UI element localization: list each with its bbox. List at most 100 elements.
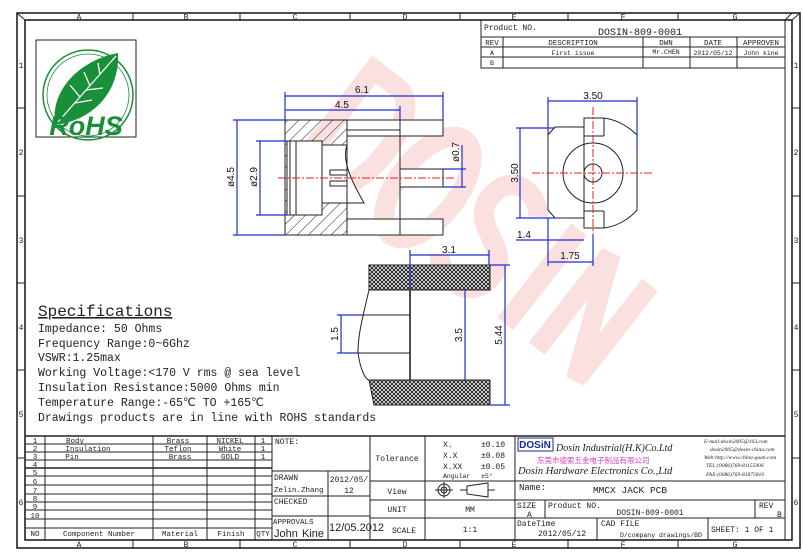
tol-value: ±5° [481, 472, 493, 480]
drawn-date-2: 12 [344, 487, 354, 496]
dim-end-height: 3.50 [510, 163, 521, 183]
part-no: 3 [33, 454, 38, 462]
rev-header-rev: REV [485, 40, 499, 48]
side-view: 6.1 4.5 ø4.5 ø2.9 ø0.7 [226, 85, 466, 236]
header-finish: Finish [217, 531, 244, 539]
part-qty: 1 [261, 454, 266, 462]
row-label-3: 3 [19, 237, 24, 246]
col-label-b: B [184, 14, 189, 23]
tol-key: X.XX [443, 463, 462, 472]
spec-line: Impedance: 50 Ohms [38, 323, 162, 336]
rev-header-date: DATE [704, 40, 723, 48]
part-no: 7 [33, 488, 38, 496]
dim-section-width: 3.1 [442, 245, 456, 256]
col-label-c: C [293, 14, 298, 23]
cad-file-label: CAD FILE [601, 520, 640, 529]
rev-a-approven: John kine [743, 50, 778, 57]
company-name-cn: 东莞市德索五金电子制品有限公司 [537, 455, 650, 465]
product-no-label: Product NO. [548, 502, 601, 511]
spec-title: Specifications [38, 303, 172, 321]
product-no-value: DOSIN-809-0001 [616, 509, 683, 518]
col-label-d: D [403, 14, 408, 23]
rev-header-approven: APPROVEN [743, 40, 779, 48]
header-qty: QTY [256, 531, 270, 539]
row-label-1: 1 [19, 62, 24, 71]
part-no: 2 [33, 446, 38, 454]
part-qty: 1 [261, 446, 266, 454]
col-label-a: A [77, 14, 82, 23]
specifications: Specifications Impedance: 50 Ohms Freque… [38, 303, 376, 425]
dim-section-opening: 1.5 [330, 327, 341, 341]
col-label-e-bottom: E [512, 541, 517, 550]
col-label-d-bottom: D [403, 541, 408, 550]
cad-file-value: D/company drawings/BD [620, 532, 702, 539]
row-label-2: 2 [19, 149, 24, 158]
part-component: Pin [65, 454, 79, 462]
company-web: Web:http://www.china-guan.com [704, 455, 776, 461]
part-material: Brass [169, 454, 192, 462]
row-label-5: 5 [19, 411, 24, 420]
rev-header-description: DESCRIPTION [548, 40, 598, 48]
col-label-a-bottom: A [77, 541, 82, 550]
dim-pin-dia: ø0.7 [451, 142, 462, 162]
spec-line: Frequency Range:0~6Ghz [38, 338, 190, 351]
tolerance-block: Tolerance X. ±0.10 X.X ±0.08 X.XX ±0.05 … [375, 441, 505, 536]
row-label-5-right: 5 [794, 411, 799, 420]
row-label-4: 4 [19, 324, 24, 333]
row-label-6: 6 [19, 499, 24, 508]
datetime-value: 2012/05/12 [538, 530, 586, 539]
row-label-3-right: 3 [794, 237, 799, 246]
part-no: 1 [33, 438, 38, 446]
part-material: Brass [167, 438, 190, 446]
spec-line: Insulation Resistance:5000 Ohms min [38, 382, 280, 395]
section-view: 3.1 3.5 5.44 1.5 [330, 245, 510, 406]
revision-block: Product NO. DOSIN-809-0001 REV DESCRIPTI… [480, 12, 793, 69]
header-material: Material [162, 531, 199, 539]
title-block: Name: MMCX JACK PCB SIZE A Product NO. D… [517, 483, 782, 539]
tol-value: ±0.05 [481, 463, 505, 472]
col-label-e: E [512, 14, 517, 23]
tol-key: X.X [443, 452, 458, 461]
part-no: 6 [33, 479, 38, 487]
spec-line: Drawings products are in line with ROHS … [38, 412, 376, 425]
product-name: MMCX JACK PCB [593, 485, 667, 496]
dim-overall-length: 6.1 [355, 85, 369, 96]
dim-section-inner-height: 3.5 [454, 328, 465, 342]
part-no: 8 [33, 496, 38, 504]
dim-inner-dia: ø2.9 [249, 167, 260, 187]
company-fax: FAX:(0086)769-81875816 [705, 471, 764, 478]
part-component: Insulation [65, 446, 110, 454]
col-label-g: G [733, 14, 738, 23]
company-block: DOSiN Dosin Industrial(H.K)Co.Ltd 东莞市德索五… [517, 437, 776, 478]
rev-label: REV [759, 502, 774, 511]
company-email: E-mail:dosin2005@163.com [703, 439, 768, 445]
rev-b-rev: B [490, 60, 494, 67]
rev-a-rev: A [490, 50, 494, 57]
company-name-hk: Dosin Industrial(H.K)Co.Ltd [555, 443, 673, 454]
tol-value: ±0.08 [481, 452, 505, 461]
rev-product-no: DOSIN-809-0001 [598, 28, 682, 39]
row-label-4-right: 4 [794, 324, 799, 333]
rev-a-dwn: Mr.CHEN [652, 49, 679, 56]
unit-value: MM [465, 506, 475, 515]
company-tel: TEL:(0086)769-81155906 [706, 462, 764, 469]
note-label: NOTE: [275, 438, 299, 447]
rev-header-dwn: DWN [659, 40, 673, 48]
scale-value: 1:1 [463, 526, 478, 535]
part-material: Teflon [164, 446, 191, 454]
company-name-hw: Dosin Hardware Electronics Co.,Ltd [517, 466, 673, 477]
part-no: 5 [33, 470, 38, 478]
row-label-6-right: 6 [794, 499, 799, 508]
part-finish: NICKEL [216, 438, 244, 446]
approval-date: 12/05.2012 [329, 522, 384, 534]
parts-table: 1 2 3 4 5 6 7 8 9 10 NO Component Number… [30, 438, 270, 539]
col-label-g-bottom: G [733, 541, 738, 550]
part-finish: GOLD [221, 454, 240, 462]
end-view: 3.50 3.50 1.4 1.75 [510, 91, 653, 266]
size-label: SIZE [517, 502, 536, 511]
col-label-c-bottom: C [293, 541, 298, 550]
tol-key: X. [443, 441, 453, 450]
rohs-logo: Green Product RoHS [35, 39, 137, 141]
view-label: View [387, 488, 406, 497]
part-no: 9 [33, 504, 38, 512]
